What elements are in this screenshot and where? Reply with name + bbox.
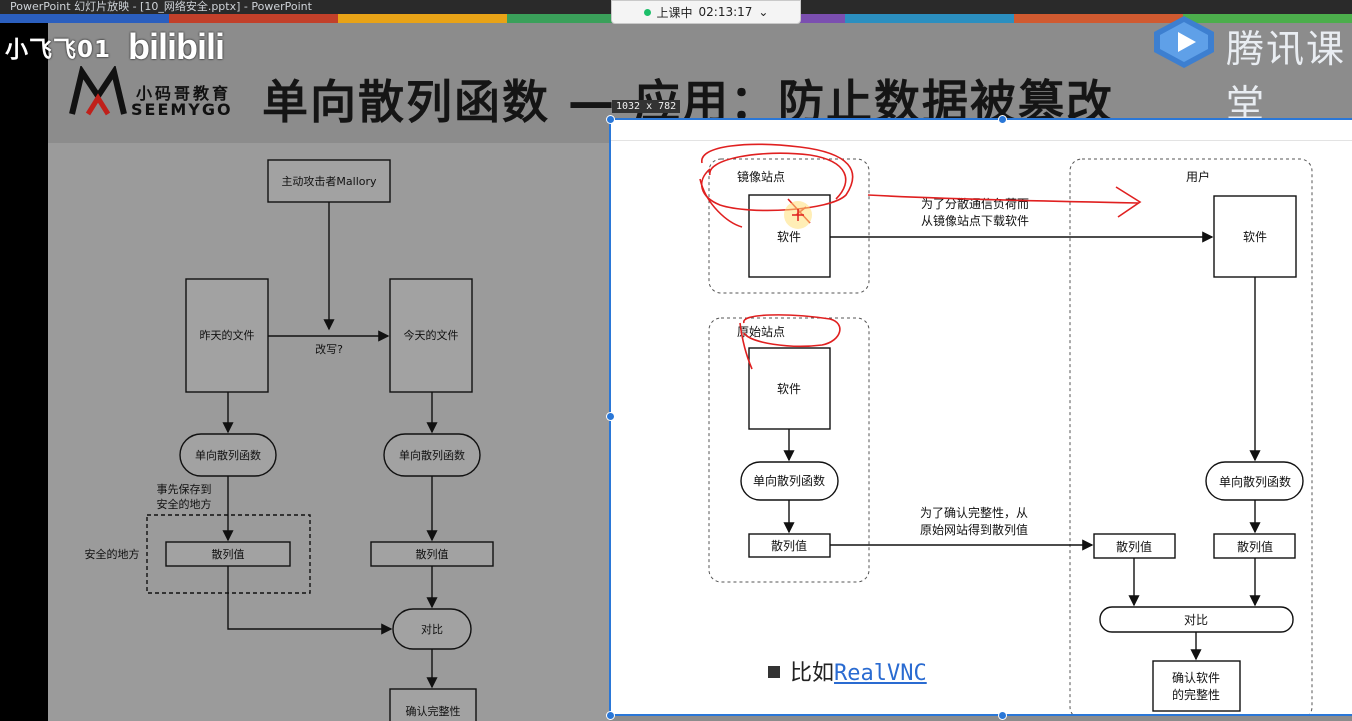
save-note-line1: 事先保存到 [157, 482, 212, 496]
bullet-square-icon [768, 666, 780, 678]
right-confirm-line2: 的完整性 [1172, 687, 1220, 702]
user-region [1069, 158, 1313, 716]
selection-border-bottom [610, 714, 1352, 716]
modify-label: 改写? [315, 342, 343, 356]
right-diagram: 镜像站点 软件 为了分散通信负荷而 从镜像站点下载软件 用户 软件 原始站点 软… [699, 143, 1313, 716]
confirm-label: 确认完整性 [406, 704, 461, 718]
right-hash-func-label: 单向散列函数 [399, 448, 465, 462]
live-dot-icon [643, 8, 651, 16]
bilibili-logo: bilibili [128, 26, 225, 67]
class-timer: 02:13:17 [698, 5, 753, 19]
today-file-box [389, 278, 473, 393]
user-label: 用户 [1186, 169, 1210, 184]
crosshair-cursor-icon [792, 209, 804, 221]
tencent-classroom-icon [1154, 16, 1214, 68]
panel-separator [611, 140, 1352, 141]
seemygo-m-logo-icon [69, 66, 127, 116]
left-hash-value-label: 散列值 [212, 547, 245, 561]
resize-handle-bottom-mid[interactable] [998, 711, 1007, 720]
attacker-box [267, 159, 391, 203]
origin-software-label: 软件 [777, 382, 801, 396]
brand-cn: 小码哥教育 [136, 84, 232, 103]
origin-site-label: 原始站点 [737, 325, 785, 339]
left-hash-func-label: 单向散列函数 [195, 448, 261, 462]
origin-note-line1: 为了确认完整性，从 [920, 505, 1028, 520]
mirror-software-label: 软件 [777, 230, 801, 244]
compare-label: 对比 [421, 622, 443, 636]
mirror-site-region [708, 158, 870, 294]
right-confirm-line1: 确认软件 [1172, 671, 1220, 685]
origin-note-line2: 原始网站得到散列值 [920, 522, 1028, 537]
resize-handle-mid-left[interactable] [606, 412, 615, 421]
tencent-classroom-text: 腾讯课堂 [1226, 27, 1347, 126]
user-hash-value-label: 散列值 [1237, 539, 1273, 554]
example-prefix: 比如 [790, 661, 835, 686]
mirror-site-label: 镜像站点 [737, 169, 785, 184]
attacker-label: 主动攻击者Mallory [281, 174, 377, 188]
right-compare-label: 对比 [1184, 613, 1208, 627]
dimension-tooltip: 1032 x 782 [612, 100, 681, 113]
right-confirm-box [1152, 660, 1241, 712]
left-black-bar [0, 23, 48, 721]
mirror-note-line2: 从镜像站点下载软件 [921, 213, 1029, 228]
class-status-pill[interactable]: 上课中 02:13:17 ⌄ [611, 0, 801, 24]
selection-border-top [610, 118, 1352, 120]
class-status-label: 上课中 [656, 5, 693, 20]
received-hash-value-label: 散列值 [1116, 539, 1152, 554]
brand-en: SEEMYGO [131, 100, 233, 119]
safe-place-label: 安全的地方 [85, 547, 140, 561]
user-hash-func-label: 单向散列函数 [1219, 474, 1291, 489]
origin-site-region [708, 317, 870, 583]
origin-hash-func-label: 单向散列函数 [753, 473, 825, 488]
today-file-label: 今天的文件 [404, 328, 459, 342]
uploader-watermark: 小飞飞01 [5, 37, 112, 63]
user-software-label: 软件 [1243, 230, 1267, 244]
resize-handle-bottom-left[interactable] [606, 711, 615, 720]
resize-handle-top-left[interactable] [606, 115, 615, 124]
chevron-down-icon[interactable]: ⌄ [758, 5, 769, 19]
right-hash-value-label: 散列值 [416, 547, 449, 561]
right-hash-value-box [370, 541, 494, 567]
realvnc-link[interactable]: RealVNC [834, 661, 927, 686]
origin-software-box [748, 347, 831, 430]
resize-handle-top-mid[interactable] [998, 115, 1007, 124]
origin-hash-value-label: 散列值 [771, 538, 807, 553]
save-note-line2: 安全的地方 [157, 497, 212, 511]
yesterday-file-label: 昨天的文件 [200, 328, 255, 342]
window-title: PowerPoint 幻灯片放映 - [10_网络安全.pptx] - Powe… [10, 0, 312, 13]
left-diagram: 主动攻击者Mallory 昨天的文件 今天的文件 改写? 单向散列函数 单向散列… [85, 159, 494, 721]
example-line: 比如RealVNC [768, 655, 927, 687]
user-software-box [1213, 195, 1297, 278]
confirm-box [389, 688, 477, 721]
